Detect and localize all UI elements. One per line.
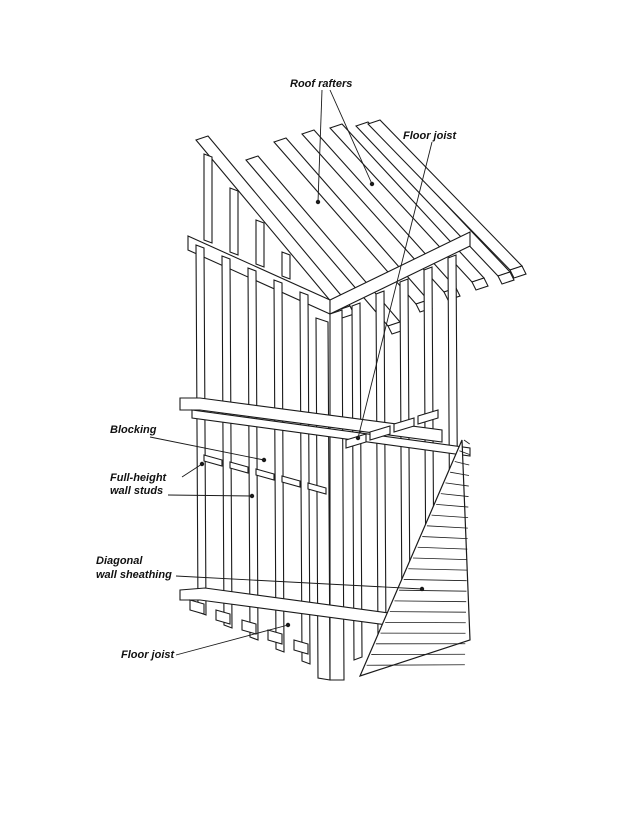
gable-stud bbox=[204, 154, 212, 243]
label-full-height-line2: wall studs bbox=[110, 485, 163, 498]
roof-rafter bbox=[302, 130, 456, 292]
label-diagonal-line1: Diagonal bbox=[96, 555, 142, 568]
leader-roof-rafters-1-dot bbox=[316, 200, 320, 204]
leader-lines-group bbox=[150, 90, 432, 655]
leader-full-height-1-dot bbox=[200, 462, 204, 466]
left-wall-stud bbox=[222, 256, 232, 628]
label-full-height-line1: Full-height bbox=[110, 472, 166, 485]
gable-stud bbox=[230, 188, 238, 255]
blocking-piece bbox=[282, 476, 300, 487]
label-blocking: Blocking bbox=[110, 424, 156, 437]
label-floor-joist-bottom: Floor joist bbox=[121, 649, 174, 662]
leader-full-height-2-dot bbox=[250, 494, 254, 498]
label-floor-joist-top: Floor joist bbox=[403, 130, 456, 143]
blocking-piece bbox=[230, 462, 248, 473]
right-wall-stud bbox=[376, 291, 386, 640]
leader-full-height-2 bbox=[168, 495, 252, 496]
leader-floor-joist-bottom-dot bbox=[286, 623, 290, 627]
sheathing-board-line bbox=[390, 612, 466, 613]
gable-stud bbox=[256, 220, 264, 267]
leader-diagonal-sheathing-dot bbox=[420, 587, 424, 591]
label-diagonal-line2: wall sheathing bbox=[96, 569, 172, 582]
right-wall-stud bbox=[352, 303, 362, 660]
leader-floor-joist-top-dot bbox=[356, 436, 360, 440]
corner-stud-front bbox=[316, 318, 330, 680]
blocking-piece bbox=[204, 455, 222, 466]
left-wall-stud bbox=[248, 268, 258, 640]
gable-stud bbox=[282, 252, 290, 279]
sheathing-board-line bbox=[367, 665, 465, 666]
roof-rafters-group bbox=[196, 120, 526, 334]
label-roof-rafters: Roof rafters bbox=[290, 78, 352, 91]
left-wall-stud bbox=[274, 280, 284, 652]
leader-roof-rafters-2-dot bbox=[370, 182, 374, 186]
left-wall-stud bbox=[196, 245, 206, 615]
corner-stud-side bbox=[330, 310, 344, 680]
blocking-piece bbox=[256, 469, 274, 480]
leader-blocking-dot bbox=[262, 458, 266, 462]
sheathing-board-line bbox=[464, 440, 470, 444]
